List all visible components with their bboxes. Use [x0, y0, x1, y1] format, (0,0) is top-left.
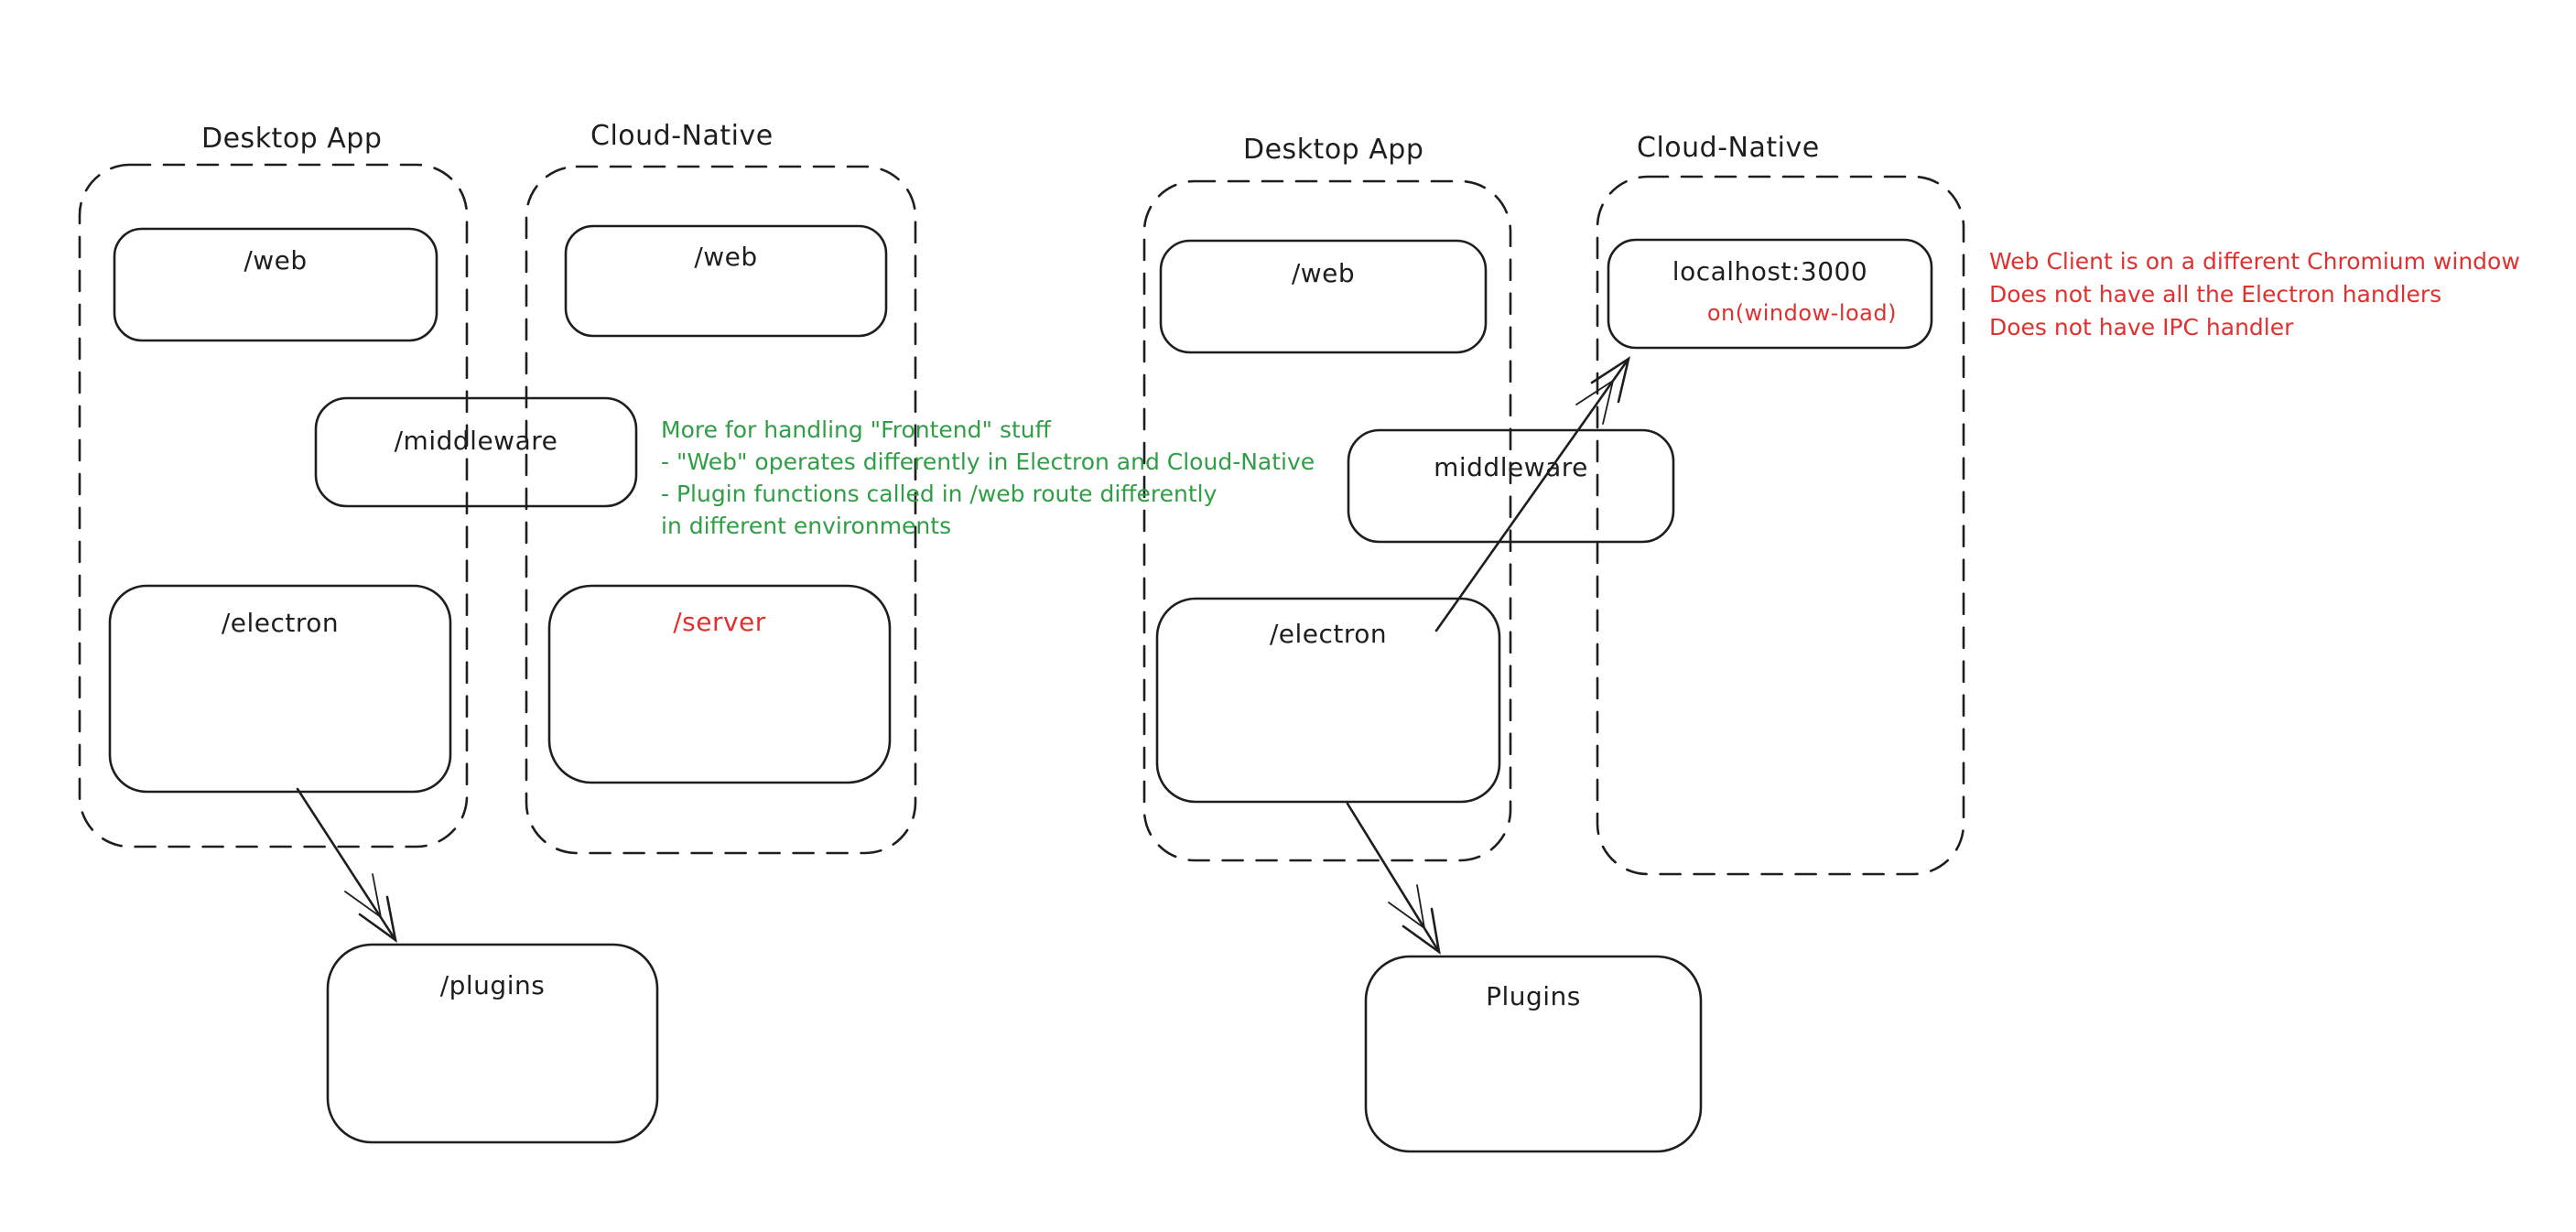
right-localhost-box [1607, 238, 1933, 350]
green-note-line-2: - "Web" operates differently in Electron… [661, 448, 1315, 475]
right-middleware-label: middleware [1434, 452, 1588, 482]
right-desktop-app-title: Desktop App [1243, 134, 1424, 166]
left-web-desktop-box [113, 227, 438, 342]
right-plugins-box [1364, 955, 1703, 1153]
arrow-right-electron-to-localhost [1434, 356, 1631, 632]
left-cloud-native-title: Cloud-Native [590, 120, 774, 152]
right-cloud-native-title: Cloud-Native [1637, 132, 1820, 164]
right-localhost-event-label: on(window-load) [1706, 300, 1897, 326]
left-server-box [547, 584, 892, 784]
arrow-right-electron-to-plugins [1346, 802, 1441, 955]
left-cloud-native-container [525, 165, 917, 855]
left-web-cloud-box [564, 224, 888, 338]
right-middleware-box [1347, 428, 1675, 544]
right-red-annotation: Web Client is on a different Chromium wi… [1989, 245, 2520, 344]
green-note-line-4: in different environments [661, 513, 952, 539]
left-web-desktop-label: /web [244, 245, 308, 276]
red-note-line-1: Web Client is on a different Chromium wi… [1989, 248, 2520, 275]
right-localhost-title: localhost:3000 [1672, 256, 1868, 286]
left-electron-label: /electron [221, 608, 340, 638]
left-green-annotation: More for handling "Frontend" stuff - "We… [661, 414, 1315, 542]
left-electron-box [108, 584, 452, 794]
right-web-label: /web [1291, 258, 1356, 288]
right-plugins-label: Plugins [1486, 981, 1581, 1011]
right-web-box [1159, 239, 1488, 354]
left-middleware-box [314, 396, 638, 508]
arrow-left-electron-to-plugins [296, 787, 397, 943]
left-middleware-label: /middleware [394, 426, 558, 456]
right-cloud-native-container [1596, 175, 1965, 876]
green-note-line-3: - Plugin functions called in /web route … [661, 481, 1218, 507]
red-note-line-2: Does not have all the Electron handlers [1989, 281, 2442, 308]
right-electron-label: /electron [1269, 619, 1388, 649]
left-web-cloud-label: /web [694, 242, 758, 272]
left-plugins-box [326, 943, 659, 1144]
left-desktop-app-title: Desktop App [201, 123, 383, 155]
left-plugins-label: /plugins [439, 970, 546, 1000]
red-note-line-3: Does not have IPC handler [1989, 314, 2294, 340]
left-server-label: /server [673, 607, 766, 637]
green-note-line-1: More for handling "Frontend" stuff [661, 416, 1051, 443]
right-desktop-app-container [1142, 179, 1512, 862]
right-electron-box [1155, 597, 1501, 804]
